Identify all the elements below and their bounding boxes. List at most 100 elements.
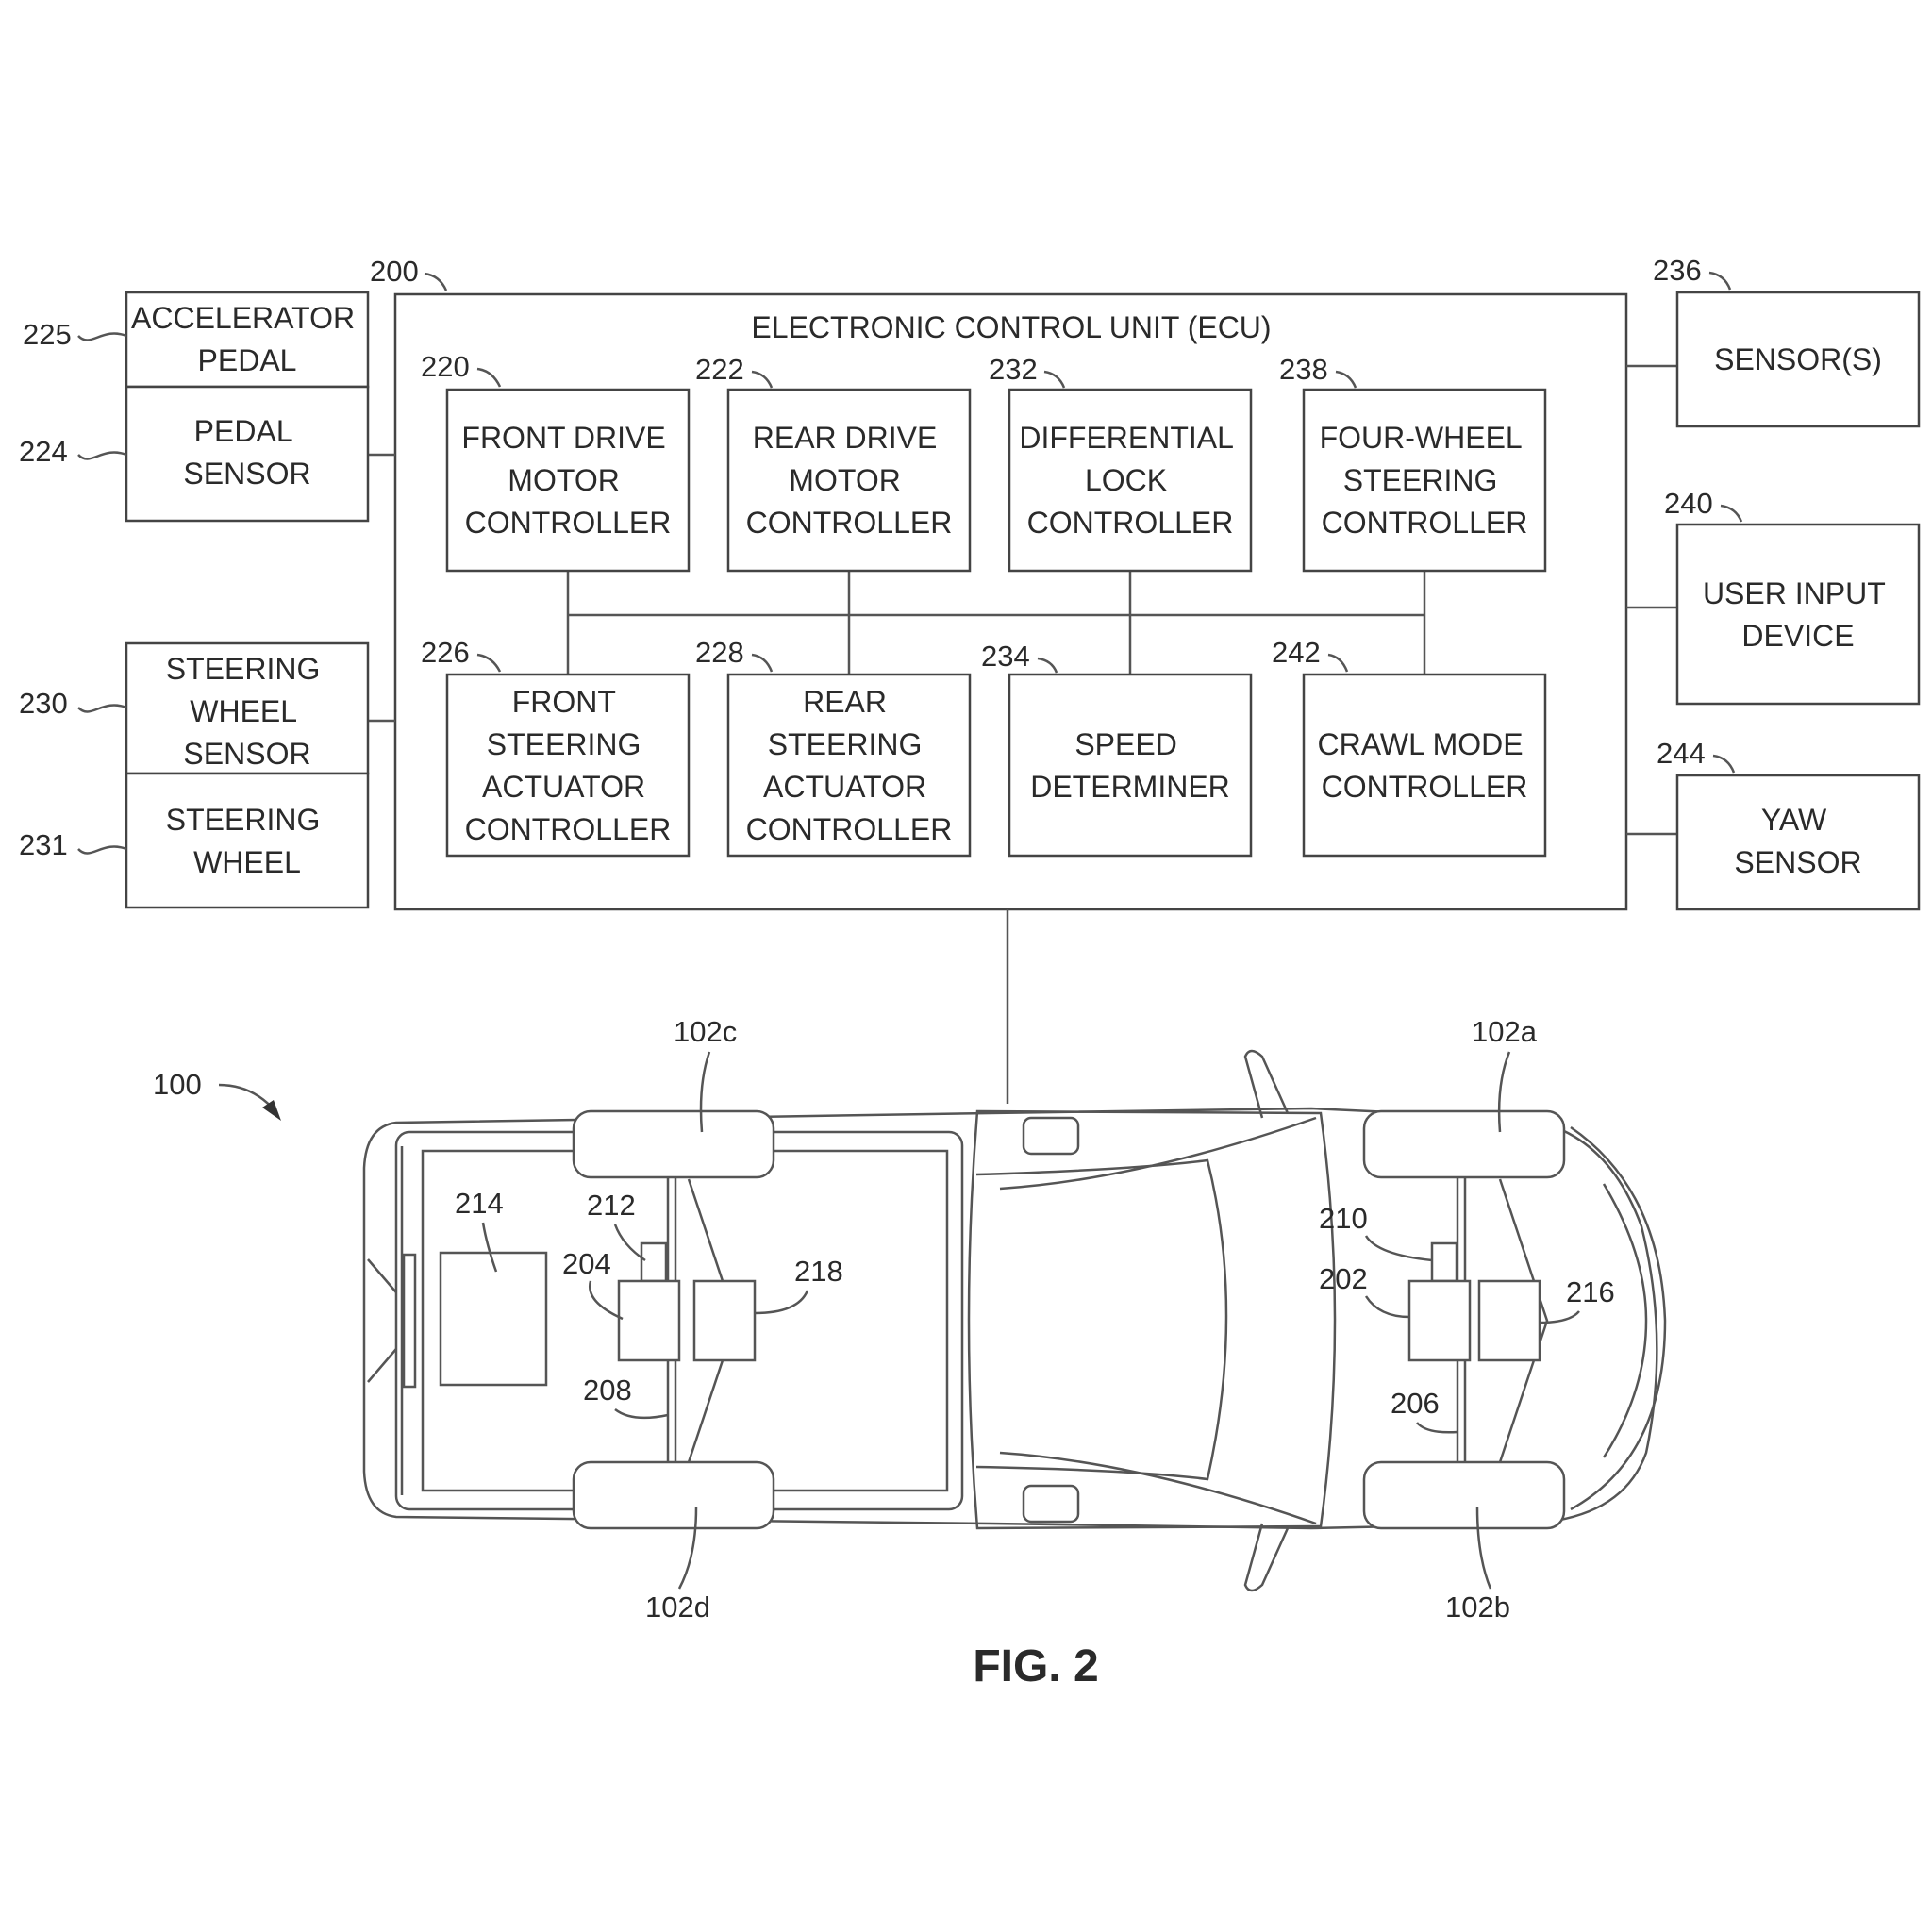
block-240-label: USER INPUT DEVICE	[1703, 576, 1893, 653]
part-ref-202-leader	[1364, 1295, 1410, 1319]
block-222-line-2: MOTOR	[789, 463, 901, 497]
block-220-line-2: MOTOR	[508, 463, 620, 497]
block-226-line-3: ACTUATOR	[482, 770, 645, 804]
right-blocks: SENSOR(S) 236 USER INPUT DEVICE 240 YAW …	[1626, 254, 1921, 911]
front-drive-motor-202	[1407, 1279, 1472, 1362]
side-mirror-right	[1243, 1523, 1290, 1592]
block-234-leader	[1037, 657, 1058, 674]
block-224-label: PEDAL SENSOR	[183, 414, 310, 491]
block-222-line-1: REAR DRIVE	[753, 421, 938, 455]
block-228-label: REAR STEERING ACTUATOR CONTROLLER	[746, 685, 953, 846]
left-mirror-housing	[1022, 1116, 1080, 1156]
block-230-line-2: WHEEL	[190, 694, 296, 728]
block-232-rect	[1008, 388, 1253, 573]
vehicle-grille	[1602, 1183, 1648, 1458]
block-225-rect	[125, 291, 370, 389]
part-ref-214: 214	[455, 1187, 504, 1220]
block-225-line-1: ACCELERATOR	[131, 301, 355, 335]
block-speed-determiner: SPEED DETERMINER 234	[981, 640, 1253, 858]
block-231-ref: 231	[19, 828, 68, 861]
wheel-ref-102d-leader	[677, 1507, 698, 1590]
block-225-line-2: PEDAL	[198, 343, 297, 377]
block-234-ref: 234	[981, 640, 1030, 673]
part-ref-216-leader	[1539, 1310, 1580, 1324]
block-steering-wheel-sensor: STEERING WHEEL SENSOR 230	[19, 641, 370, 775]
block-220-rect	[445, 388, 691, 573]
tailgate-hinges	[367, 1258, 397, 1383]
block-225-label: ACCELERATOR PEDAL	[131, 301, 363, 377]
block-238-ref: 238	[1279, 353, 1328, 386]
vehicle-front-bumper	[1570, 1125, 1667, 1511]
block-242-ref: 242	[1272, 636, 1321, 669]
block-238-line-2: STEERING	[1343, 463, 1498, 497]
block-232-line-3: CONTROLLER	[1027, 506, 1234, 540]
rear-steering-actuator-218	[692, 1279, 757, 1362]
windshield	[975, 1158, 1228, 1481]
block-238-leader	[1335, 370, 1357, 389]
block-222-rect	[726, 388, 972, 573]
component-210	[1430, 1241, 1458, 1283]
block-242-leader	[1327, 653, 1349, 673]
wheel-ref-102c-leader	[699, 1051, 711, 1133]
block-231-label: STEERING WHEEL	[166, 803, 328, 879]
block-226-rect	[445, 673, 691, 858]
part-ref-202: 202	[1319, 1262, 1368, 1295]
block-rear-drive-motor-controller: REAR DRIVE MOTOR CONTROLLER 222	[695, 353, 972, 573]
block-front-steering-actuator-controller: FRONT STEERING ACTUATOR CONTROLLER 226	[421, 636, 691, 858]
block-232-line-2: LOCK	[1085, 463, 1167, 497]
block-230-label: STEERING WHEEL SENSOR	[166, 652, 328, 771]
block-225-leader	[77, 332, 127, 341]
side-mirror-left	[1243, 1049, 1290, 1119]
block-234-line-2: DETERMINER	[1030, 770, 1230, 804]
block-rear-steering-actuator-controller: REAR STEERING ACTUATOR CONTROLLER 228	[695, 636, 972, 858]
block-220-label: FRONT DRIVE MOTOR CONTROLLER	[461, 421, 674, 540]
wheel-ref-102d: 102d	[645, 1591, 710, 1624]
cab-outline	[967, 1109, 1337, 1530]
block-front-drive-motor-controller: FRONT DRIVE MOTOR CONTROLLER 220	[421, 350, 691, 573]
block-236-label: SENSOR(S)	[1714, 342, 1882, 376]
block-220-line-1: FRONT DRIVE	[461, 421, 665, 455]
block-226-line-4: CONTROLLER	[465, 812, 672, 846]
vehicle-ref: 100	[153, 1068, 202, 1101]
front-steering-actuator-216	[1477, 1279, 1541, 1362]
block-226-leader	[476, 653, 502, 673]
part-ref-208: 208	[583, 1374, 632, 1407]
block-244-leader	[1712, 754, 1736, 774]
block-231-line-2: WHEEL	[193, 845, 301, 879]
block-222-label: REAR DRIVE MOTOR CONTROLLER	[746, 421, 953, 540]
block-238-line-3: CONTROLLER	[1322, 506, 1528, 540]
part-ref-212: 212	[587, 1189, 636, 1222]
block-228-leader	[751, 653, 774, 673]
wheel-ref-102c: 102c	[674, 1015, 737, 1048]
block-225-ref: 225	[23, 318, 72, 351]
block-244-ref: 244	[1657, 737, 1706, 770]
part-ref-210-leader	[1364, 1235, 1433, 1262]
block-224-leader	[77, 451, 127, 460]
wheel-102c	[572, 1109, 775, 1179]
block-sensors: SENSOR(S) 236	[1653, 254, 1921, 428]
block-242-line-1: CRAWL MODE	[1318, 727, 1524, 761]
left-blocks: ACCELERATOR PEDAL 225 PEDAL SENSOR 224 S…	[19, 291, 395, 909]
block-230-ref: 230	[19, 687, 68, 720]
block-231-line-1: STEERING	[166, 803, 321, 837]
block-226-line-2: STEERING	[487, 727, 641, 761]
block-240-leader	[1720, 504, 1743, 523]
block-220-ref: 220	[421, 350, 470, 383]
block-240-line-2: DEVICE	[1741, 619, 1854, 653]
block-228-rect	[726, 673, 972, 858]
block-220-line-3: CONTROLLER	[465, 506, 672, 540]
block-231-leader	[77, 845, 127, 855]
block-236-ref: 236	[1653, 254, 1702, 287]
block-232-leader	[1043, 370, 1066, 389]
wheel-102a	[1362, 1109, 1566, 1179]
part-ref-214-leader	[481, 1222, 498, 1273]
block-242-rect	[1302, 673, 1547, 858]
block-242-line-2: CONTROLLER	[1322, 770, 1528, 804]
block-222-line-3: CONTROLLER	[746, 506, 953, 540]
block-234-rect	[1008, 673, 1253, 858]
block-228-line-1: REAR	[803, 685, 887, 719]
ecu-ref-leader	[424, 272, 448, 291]
part-ref-212-leader	[613, 1224, 646, 1262]
part-ref-216: 216	[1566, 1275, 1615, 1308]
part-ref-218-leader	[754, 1290, 809, 1315]
